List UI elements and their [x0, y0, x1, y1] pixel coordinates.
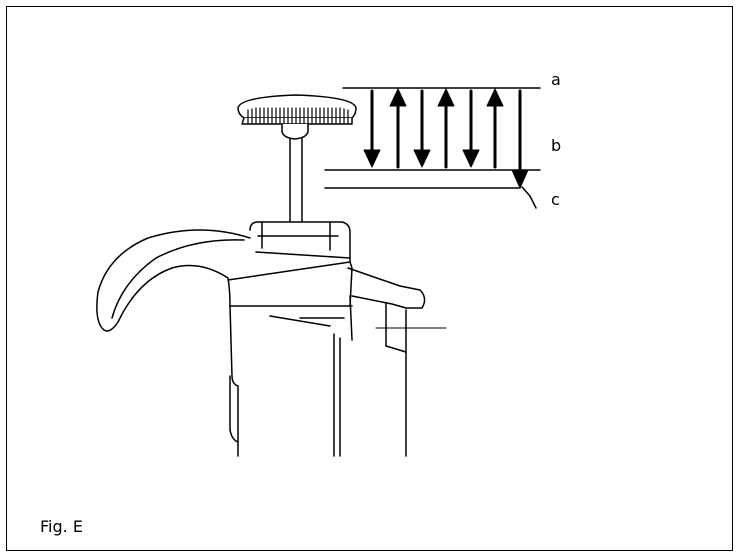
arrow-down-1: [363, 89, 381, 168]
leader-c: [521, 186, 537, 209]
arrow-down-long: [511, 89, 529, 189]
arrow-down-3: [462, 89, 480, 168]
figure-caption: Fig. E: [40, 517, 83, 536]
pipette-body-top: [227, 261, 426, 341]
plunger-collar: [249, 221, 351, 263]
label-a: a: [551, 70, 561, 89]
figure-frame: [6, 6, 733, 551]
label-b: b: [551, 136, 562, 155]
arrow-up-1: [389, 88, 407, 169]
stroke-level-lines: [324, 87, 541, 209]
plunger-shaft: [289, 138, 303, 223]
arrow-up-3: [486, 88, 504, 169]
arrow-up-2: [437, 88, 455, 169]
pipette-body: [229, 303, 447, 457]
stroke-arrows: [363, 88, 529, 189]
label-c: c: [551, 190, 560, 209]
plunger-knob-icon: [237, 94, 357, 140]
arrow-down-2: [413, 89, 431, 168]
finger-hook: [96, 229, 251, 332]
